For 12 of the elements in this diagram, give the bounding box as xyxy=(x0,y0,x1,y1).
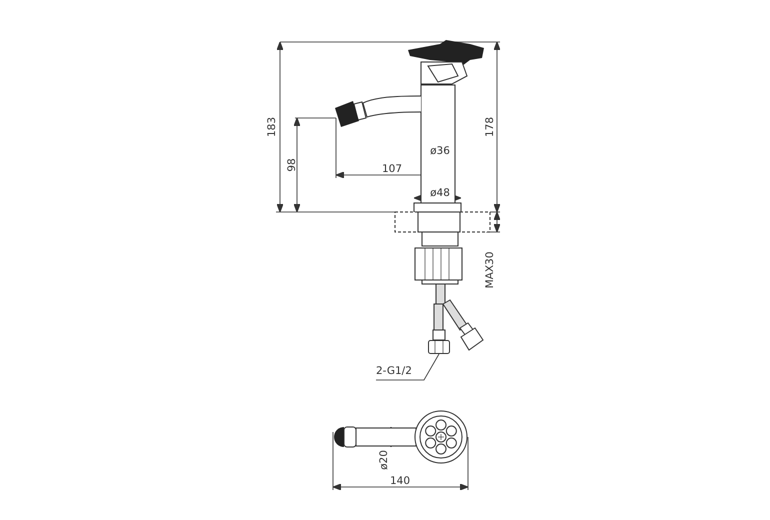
dimension-label: 183 xyxy=(266,116,278,138)
dimension-label: ø36 xyxy=(430,146,450,156)
dimension-label: MAX30 xyxy=(484,252,496,288)
hose-nut-drawing xyxy=(428,340,450,354)
dimension-label: 98 xyxy=(286,158,298,172)
dimension-label: ø48 xyxy=(430,188,450,198)
dimension-label: 140 xyxy=(390,476,410,486)
dimension-label: 178 xyxy=(484,116,496,138)
callout-label: 2-G1/2 xyxy=(376,366,412,376)
dimension-label: ø20 xyxy=(378,450,390,470)
dimension-label: 107 xyxy=(382,164,402,174)
leader-line xyxy=(376,354,440,380)
